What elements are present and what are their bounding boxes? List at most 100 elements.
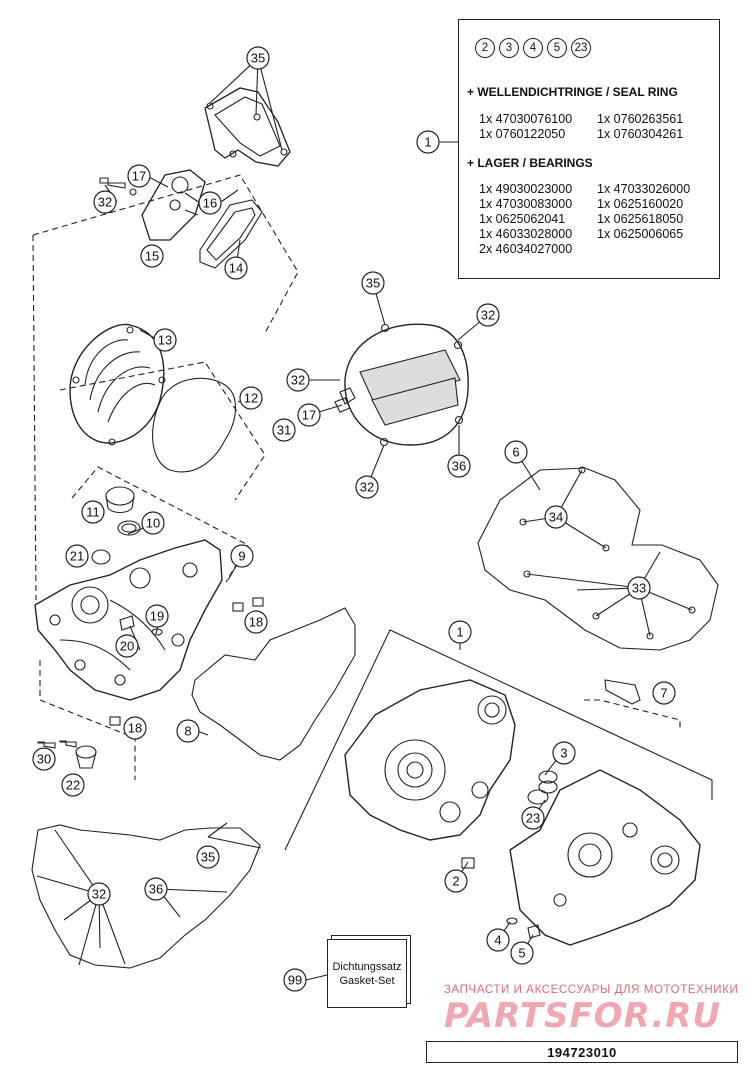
svg-text:30: 30 xyxy=(37,752,51,767)
callout-c99: 99 xyxy=(283,968,307,992)
callout-c4: 4 xyxy=(486,928,510,952)
svg-text:23: 23 xyxy=(526,811,540,826)
ignition-cover-gasket xyxy=(152,377,237,473)
callout-c2: 2 xyxy=(444,869,468,893)
gasket-set-label-en: Gasket-Set xyxy=(339,974,395,987)
lower-crankcase-gasket xyxy=(31,824,261,969)
parts-info-box: 2 3 4 5 23 + WELLENDICHTRINGE / SEAL RIN… xyxy=(458,19,720,279)
water-pump-gasket xyxy=(199,199,263,269)
callout-c18b: 18 xyxy=(123,716,147,740)
svg-text:32: 32 xyxy=(360,480,374,495)
water-pump-cover xyxy=(204,87,291,167)
included-part-badge: 2 xyxy=(475,38,495,58)
callout-c11: 11 xyxy=(81,500,105,524)
callout-c31: 31 xyxy=(272,418,296,442)
svg-text:5: 5 xyxy=(518,946,525,961)
callout-c1a: 1 xyxy=(416,130,440,154)
callout-c32b: 32 xyxy=(87,882,111,906)
svg-text:99: 99 xyxy=(288,973,302,988)
svg-text:34: 34 xyxy=(549,510,563,525)
callout-c16: 16 xyxy=(198,191,222,215)
callout-c35a: 35 xyxy=(246,46,270,70)
cylinder-base-gasket xyxy=(477,467,719,651)
drawing-number: 194723010 xyxy=(426,1041,738,1063)
svg-text:9: 9 xyxy=(238,549,245,564)
included-parts-row: 2 3 4 5 23 xyxy=(475,38,591,58)
svg-text:13: 13 xyxy=(158,333,172,348)
svg-text:32: 32 xyxy=(291,373,305,388)
svg-text:36: 36 xyxy=(149,882,163,897)
callout-c14: 14 xyxy=(224,256,248,280)
callout-c7: 7 xyxy=(652,681,676,705)
svg-text:15: 15 xyxy=(145,249,159,264)
svg-text:8: 8 xyxy=(184,724,191,739)
watermark-tagline: ЗАПЧАСТИ И АКСЕССУАРЫ ДЛЯ МОТОТЕХНИКИ xyxy=(444,984,739,996)
seal-ring-heading: + WELLENDICHTRINGE / SEAL RING xyxy=(467,85,678,99)
svg-text:1: 1 xyxy=(456,625,463,640)
callout-c22: 22 xyxy=(61,773,85,797)
svg-text:19: 19 xyxy=(150,609,164,624)
callout-c8: 8 xyxy=(176,719,200,743)
svg-text:1: 1 xyxy=(424,135,431,150)
svg-text:16: 16 xyxy=(203,196,217,211)
callout-c1b: 1 xyxy=(448,620,472,644)
group-outline-crankcase xyxy=(284,629,713,851)
callout-c32a: 32 xyxy=(93,190,117,214)
callout-c10: 10 xyxy=(141,511,165,535)
svg-text:22: 22 xyxy=(66,778,80,793)
included-part-badge: 3 xyxy=(499,38,519,58)
svg-text:6: 6 xyxy=(512,445,519,460)
callout-c34: 34 xyxy=(544,505,568,529)
clutch-cover-gasket xyxy=(191,607,356,761)
svg-text:17: 17 xyxy=(302,408,316,423)
callout-c35b: 35 xyxy=(196,845,220,869)
svg-text:35: 35 xyxy=(366,276,380,291)
callout-c20: 20 xyxy=(115,634,139,658)
svg-text:12: 12 xyxy=(244,391,258,406)
svg-text:14: 14 xyxy=(229,261,243,276)
included-part-badge: 5 xyxy=(547,38,567,58)
callout-c35c: 35 xyxy=(361,271,385,295)
svg-text:32: 32 xyxy=(481,308,495,323)
crankcase-right-half xyxy=(509,769,701,946)
callout-c18a: 18 xyxy=(244,610,268,634)
svg-text:31: 31 xyxy=(277,423,291,438)
svg-text:20: 20 xyxy=(120,639,134,654)
svg-text:36: 36 xyxy=(452,459,466,474)
callout-c23: 23 xyxy=(521,806,545,830)
callout-c32c: 32 xyxy=(476,303,500,327)
callout-c32e: 32 xyxy=(355,475,379,499)
generator-cover xyxy=(344,323,469,446)
callout-c3: 3 xyxy=(552,741,576,765)
callout-c36a: 36 xyxy=(144,877,168,901)
gasket-set-box: Dichtungssatz Gasket-Set xyxy=(327,939,407,1008)
svg-text:7: 7 xyxy=(660,686,667,701)
callout-c36b: 36 xyxy=(447,454,471,478)
gasket-set-label-de: Dichtungssatz xyxy=(332,960,402,973)
included-part-badge: 23 xyxy=(571,38,591,58)
svg-text:21: 21 xyxy=(70,549,84,564)
bearings-heading: + LAGER / BEARINGS xyxy=(467,156,593,170)
callout-c9: 9 xyxy=(230,544,254,568)
svg-text:18: 18 xyxy=(128,721,142,736)
svg-text:10: 10 xyxy=(146,516,160,531)
callout-c15: 15 xyxy=(140,244,164,268)
svg-text:18: 18 xyxy=(249,615,263,630)
svg-text:35: 35 xyxy=(251,51,265,66)
svg-text:2: 2 xyxy=(452,874,459,889)
callout-c13: 13 xyxy=(153,328,177,352)
svg-text:17: 17 xyxy=(132,169,146,184)
callout-c17b: 17 xyxy=(297,403,321,427)
clutch-cover xyxy=(34,539,223,701)
group-outline-lower xyxy=(39,660,136,780)
group-outline-water-pump xyxy=(32,174,299,334)
callout-c32d: 32 xyxy=(286,368,310,392)
svg-text:11: 11 xyxy=(86,505,100,520)
callout-c17a: 17 xyxy=(127,164,151,188)
callout-c30: 30 xyxy=(32,747,56,771)
